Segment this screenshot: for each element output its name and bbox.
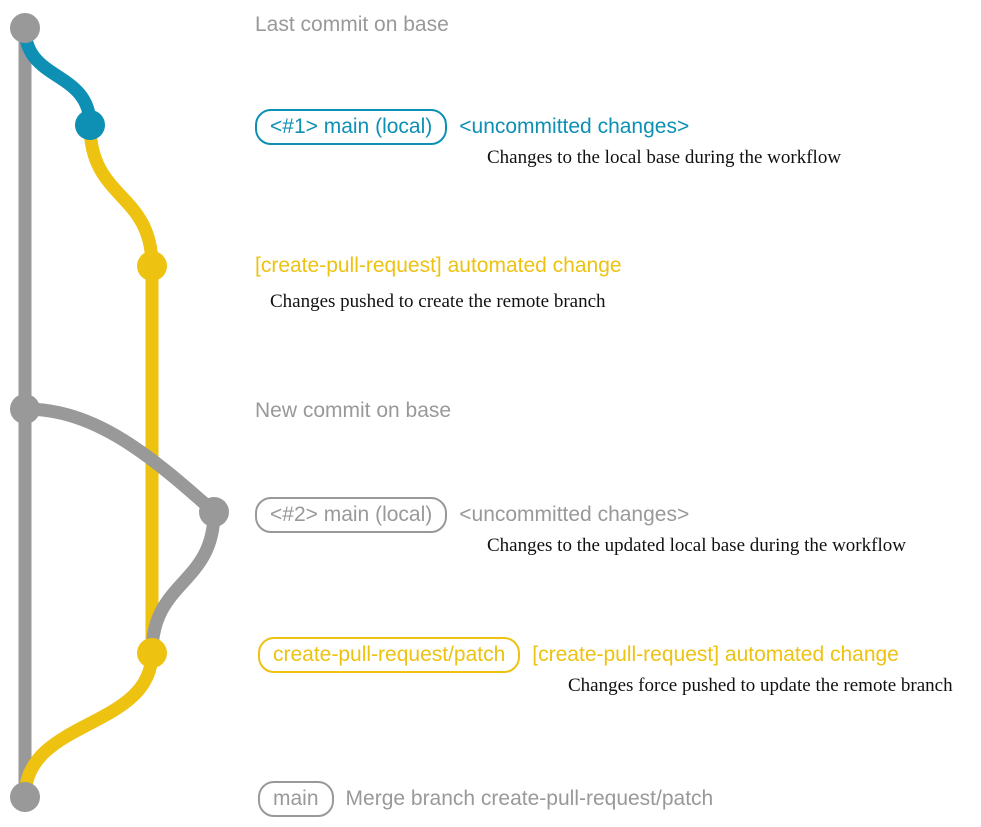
branch-pill-main[interactable]: main: [258, 781, 334, 817]
node-remote-automated-2[interactable]: [137, 638, 167, 668]
commit-subject: [create-pull-request] automated change: [255, 254, 622, 277]
commit-description: Changes pushed to create the remote bran…: [270, 291, 606, 312]
branch-pill-create-pull-request-patch[interactable]: create-pull-request/patch: [258, 637, 521, 673]
edge-remote-2-to-merge: [18, 646, 159, 804]
commit-subject: <uncommitted changes>: [459, 115, 690, 138]
branch-pill-main-local-1[interactable]: <#1> main (local): [255, 109, 448, 145]
node-local-uncommitted-1[interactable]: [75, 110, 105, 140]
commit-subject: <uncommitted changes>: [459, 503, 690, 526]
edge-base-to-local-2: [18, 402, 221, 519]
commit-description: Changes to the local base during the wor…: [487, 147, 842, 168]
node-local-uncommitted-2[interactable]: [199, 497, 229, 527]
node-base-last-commit[interactable]: [10, 13, 40, 43]
node-base-merge-commit[interactable]: [10, 782, 40, 812]
commit-row-last-commit-on-base: Last commit on base: [255, 14, 449, 35]
node-base-new-commit[interactable]: [10, 394, 40, 424]
commit-row-merge-commit: main Merge branch create-pull-request/pa…: [258, 781, 713, 817]
commit-row-automated-change-1: [create-pull-request] automated change: [255, 255, 622, 276]
commit-subject: New commit on base: [255, 399, 452, 422]
edge-local-2-to-remote-2: [145, 505, 221, 660]
node-remote-automated-1[interactable]: [137, 251, 167, 281]
commit-description: Changes force pushed to update the remot…: [568, 675, 953, 696]
branch-pill-main-local-2[interactable]: <#2> main (local): [255, 497, 448, 533]
commit-subject: [create-pull-request] automated change: [532, 643, 899, 666]
edge-base-to-local-1: [18, 21, 97, 132]
commit-row-new-commit-on-base: New commit on base: [255, 400, 451, 421]
commit-row-automated-change-2: create-pull-request/patch [create-pull-r…: [258, 637, 899, 673]
commit-subject: Last commit on base: [255, 13, 449, 36]
edge-local-1-to-remote-1: [83, 118, 159, 273]
commit-subject: Merge branch create-pull-request/patch: [345, 787, 714, 810]
commit-row-local-changes-2: <#2> main (local) <uncommitted changes>: [255, 497, 689, 533]
commit-description: Changes to the updated local base during…: [487, 535, 906, 556]
commit-row-local-changes-1: <#1> main (local) <uncommitted changes>: [255, 109, 689, 145]
